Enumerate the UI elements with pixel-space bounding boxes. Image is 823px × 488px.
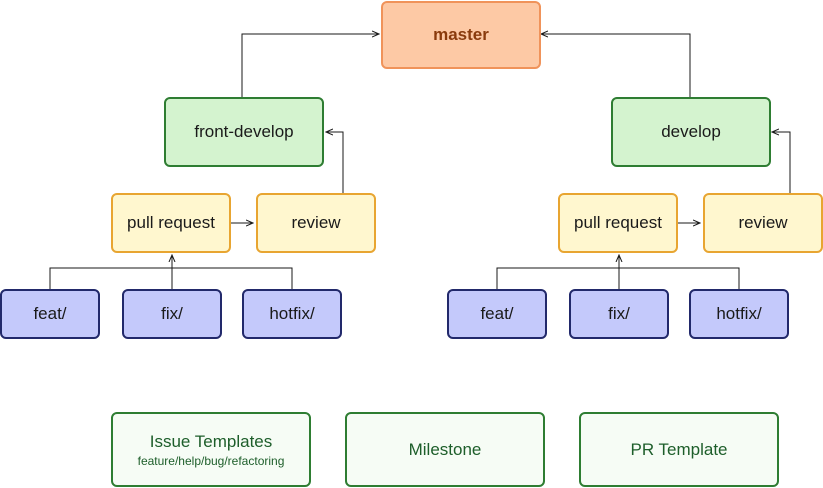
pr-template-box: PR Template — [579, 412, 779, 487]
hotfix-branch-node-right: hotfix/ — [689, 289, 789, 339]
develop-label: develop — [661, 122, 721, 141]
feat-branch-node-left: feat/ — [0, 289, 100, 339]
feat-branch-node-right: feat/ — [447, 289, 547, 339]
review-node-left: review — [256, 193, 376, 253]
front-develop-label: front-develop — [194, 122, 294, 141]
review-label-left: review — [291, 213, 341, 232]
fix-branch-node-left: fix/ — [122, 289, 222, 339]
feat-branch-label-left: feat/ — [33, 304, 67, 323]
edge-branches-to-pr-right — [496, 267, 740, 289]
issue-templates-subtitle: feature/help/bug/refactoring — [137, 453, 285, 468]
fix-branch-node-right: fix/ — [569, 289, 669, 339]
pull-request-node-right: pull request — [558, 193, 678, 253]
hotfix-branch-label-left: hotfix/ — [269, 304, 315, 323]
pull-request-label-left: pull request — [127, 213, 215, 232]
develop-node: develop — [611, 97, 771, 167]
pull-request-label-right: pull request — [574, 213, 662, 232]
feat-branch-label-right: feat/ — [480, 304, 514, 323]
master-label: master — [433, 25, 489, 44]
issue-templates-box: Issue Templates feature/help/bug/refacto… — [111, 412, 311, 487]
review-node-right: review — [703, 193, 823, 253]
fix-branch-label-right: fix/ — [608, 304, 630, 323]
front-develop-node: front-develop — [164, 97, 324, 167]
issue-templates-label: Issue Templates — [149, 431, 273, 451]
edge-review-to-develop — [772, 132, 791, 193]
master-node: master — [381, 1, 541, 69]
hotfix-branch-node-left: hotfix/ — [242, 289, 342, 339]
milestone-box: Milestone — [345, 412, 545, 487]
edge-front-develop-to-master — [241, 34, 379, 97]
edge-review-to-front-develop — [326, 132, 344, 193]
pr-template-label: PR Template — [630, 439, 728, 459]
pull-request-node-left: pull request — [111, 193, 231, 253]
review-label-right: review — [738, 213, 788, 232]
edge-branches-to-pr-left — [49, 267, 293, 289]
milestone-label: Milestone — [408, 439, 482, 459]
hotfix-branch-label-right: hotfix/ — [716, 304, 762, 323]
edge-develop-to-master — [541, 34, 691, 97]
fix-branch-label-left: fix/ — [161, 304, 183, 323]
